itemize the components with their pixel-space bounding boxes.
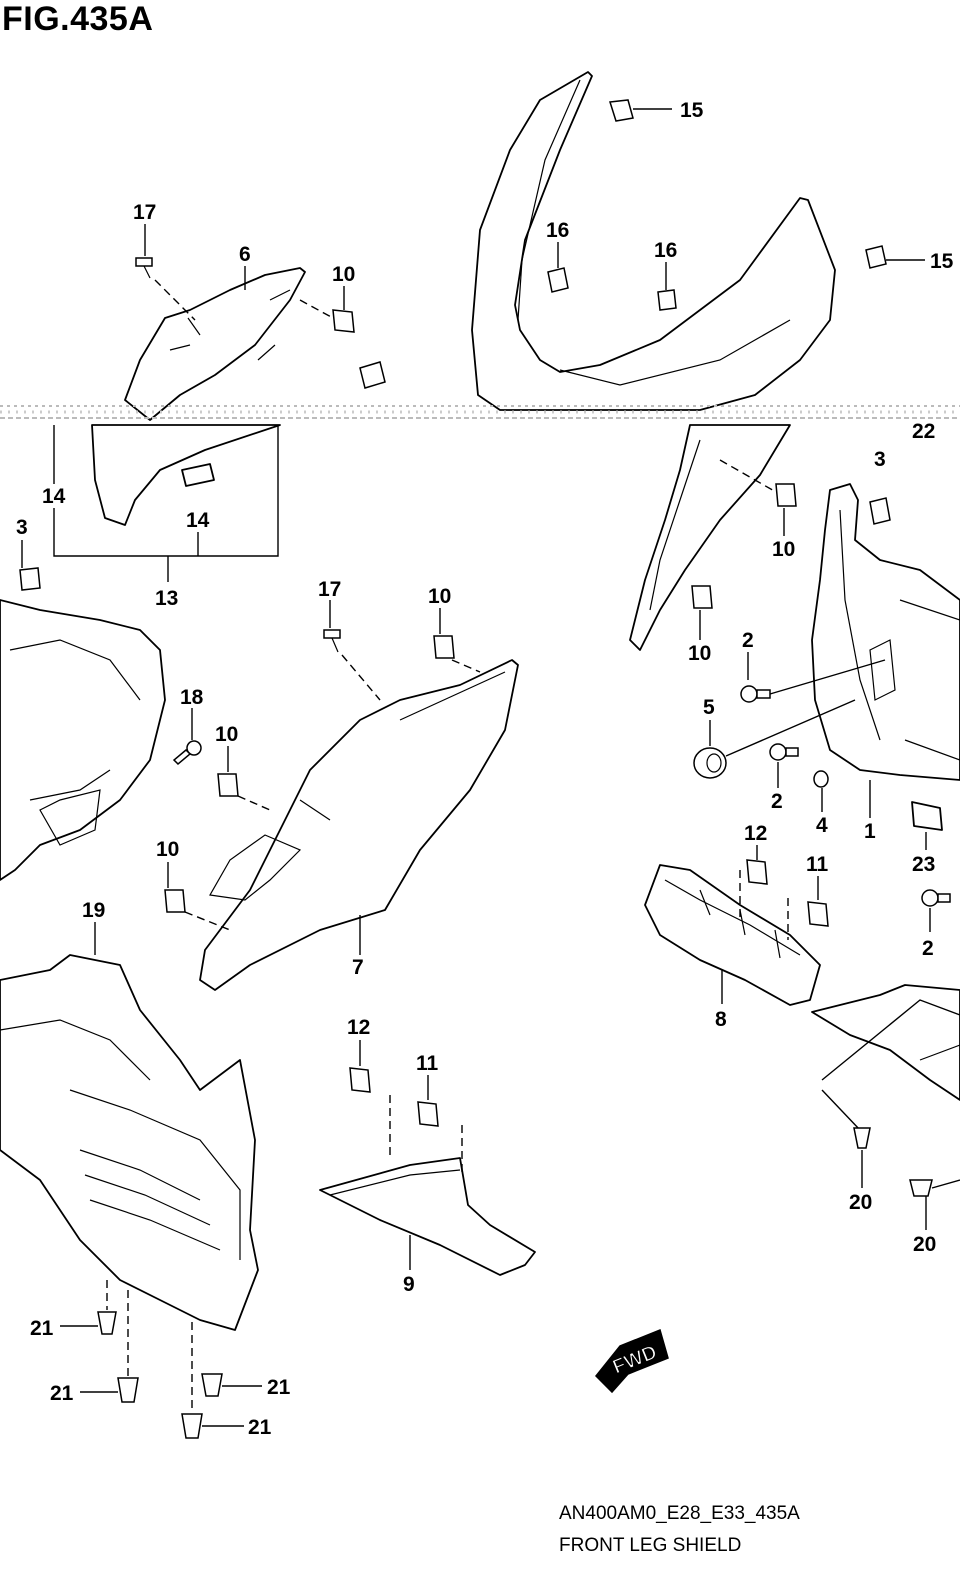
nut-12-right[interactable]	[739, 859, 768, 918]
callout-6: 6	[239, 243, 251, 266]
callout-2: 2	[742, 629, 754, 652]
clip-10-mid-c[interactable]	[164, 889, 231, 931]
clip-10-mid-a[interactable]	[433, 635, 481, 673]
clip-3-right[interactable]	[869, 497, 891, 525]
callout-2: 2	[922, 937, 934, 960]
figure-title: FIG.435A	[2, 0, 154, 38]
grommet-5[interactable]	[693, 699, 856, 779]
scan-noise-band	[0, 405, 960, 419]
callout-22: 22	[912, 420, 935, 443]
callout-10: 10	[428, 585, 451, 608]
part-left-mid-cover[interactable]	[0, 599, 166, 881]
callout-10: 10	[688, 642, 711, 665]
part-1-leg-shield-inner[interactable]	[811, 483, 960, 781]
clip-16-left[interactable]	[547, 267, 569, 293]
callout-16: 16	[546, 219, 569, 242]
callout-4: 4	[816, 814, 828, 837]
callout-3: 3	[874, 448, 886, 471]
nut-11-lower[interactable]	[417, 1101, 463, 1175]
clip-3-left[interactable]	[19, 567, 41, 591]
callout-11: 11	[806, 853, 829, 876]
part-lower-right-cover[interactable]	[811, 984, 960, 1131]
callout-15: 15	[680, 99, 704, 122]
clip-10-mid-b[interactable]	[217, 773, 271, 811]
nut-15-upper[interactable]	[609, 99, 634, 122]
callout-17: 17	[133, 201, 156, 224]
callout-13: 13	[155, 587, 178, 610]
bolt-2-b[interactable]	[769, 743, 799, 761]
callout-12: 12	[744, 822, 767, 845]
callout-23: 23	[912, 853, 935, 876]
bolt-2-c[interactable]	[921, 889, 951, 907]
screw-17-mid[interactable]	[323, 629, 381, 701]
part-6-inner-cover[interactable]	[124, 267, 306, 421]
part-22-front-shield[interactable]	[471, 71, 836, 411]
clip-16-right[interactable]	[657, 289, 677, 311]
nut-11-right[interactable]	[787, 898, 829, 940]
clip-upper-mid[interactable]	[359, 361, 386, 389]
callout-2: 2	[771, 790, 783, 813]
callout-21: 21	[267, 1376, 291, 1399]
screw-21-c[interactable]	[201, 1373, 223, 1397]
callout-20: 20	[849, 1191, 872, 1214]
callout-21: 21	[50, 1382, 74, 1405]
screw-21-a[interactable]	[97, 1280, 117, 1335]
callout-15: 15	[930, 250, 954, 273]
callout-7: 7	[352, 956, 364, 979]
callout-12: 12	[347, 1016, 370, 1039]
part-9-lower-panel[interactable]	[319, 1157, 536, 1276]
screw-20-a[interactable]	[853, 1127, 871, 1149]
part-19-lower-cover[interactable]	[0, 954, 259, 1331]
clip-10-upper[interactable]	[299, 299, 355, 333]
callout-5: 5	[703, 696, 715, 719]
screw-17-upper[interactable]	[135, 257, 196, 321]
part-8-duct[interactable]	[644, 864, 821, 1006]
callout-20: 20	[913, 1233, 936, 1256]
leader-lines	[21, 108, 931, 1427]
washer-4[interactable]	[813, 770, 829, 788]
screw-20-b[interactable]	[909, 1179, 960, 1197]
part-14-inner-panel[interactable]	[91, 424, 281, 526]
screw-21-b[interactable]	[117, 1290, 139, 1403]
callout-9: 9	[403, 1273, 415, 1296]
callout-17: 17	[318, 578, 341, 601]
diagram-name: FRONT LEG SHIELD	[559, 1535, 742, 1556]
callout-10: 10	[156, 838, 179, 861]
callout-10: 10	[772, 538, 795, 561]
bolt-2-a[interactable]	[740, 659, 886, 703]
callout-3: 3	[16, 516, 28, 539]
diagram-code: AN400AM0_E28_E33_435A	[559, 1503, 800, 1524]
callout-16: 16	[654, 239, 677, 262]
screw-21-d[interactable]	[181, 1322, 203, 1439]
callout-8: 8	[715, 1008, 727, 1031]
callout-19: 19	[82, 899, 105, 922]
callout-numbers: 15 15 16 16 17 6 10 22 14 14 13 3 3 10 1…	[16, 99, 954, 1439]
fwd-direction-icon: FWD	[594, 1328, 669, 1394]
callout-18: 18	[180, 686, 204, 709]
part-7-side-shield[interactable]	[199, 659, 519, 991]
callout-10: 10	[332, 263, 355, 286]
clip-10-right-a[interactable]	[719, 459, 797, 507]
part-23-pad[interactable]	[911, 801, 943, 831]
nut-12-lower[interactable]	[349, 1067, 391, 1160]
callout-14: 14	[42, 485, 66, 508]
nut-15-right[interactable]	[865, 245, 887, 269]
clip-10-right-b[interactable]	[691, 585, 713, 609]
callout-1: 1	[864, 820, 876, 843]
callout-bracket-13	[53, 425, 279, 582]
callout-10: 10	[215, 723, 238, 746]
callout-21: 21	[248, 1416, 272, 1439]
callout-21: 21	[30, 1317, 54, 1340]
screw-18[interactable]	[172, 740, 202, 766]
callout-14: 14	[186, 509, 210, 532]
part-right-upper-shield[interactable]	[629, 424, 791, 651]
callout-11: 11	[416, 1052, 439, 1075]
